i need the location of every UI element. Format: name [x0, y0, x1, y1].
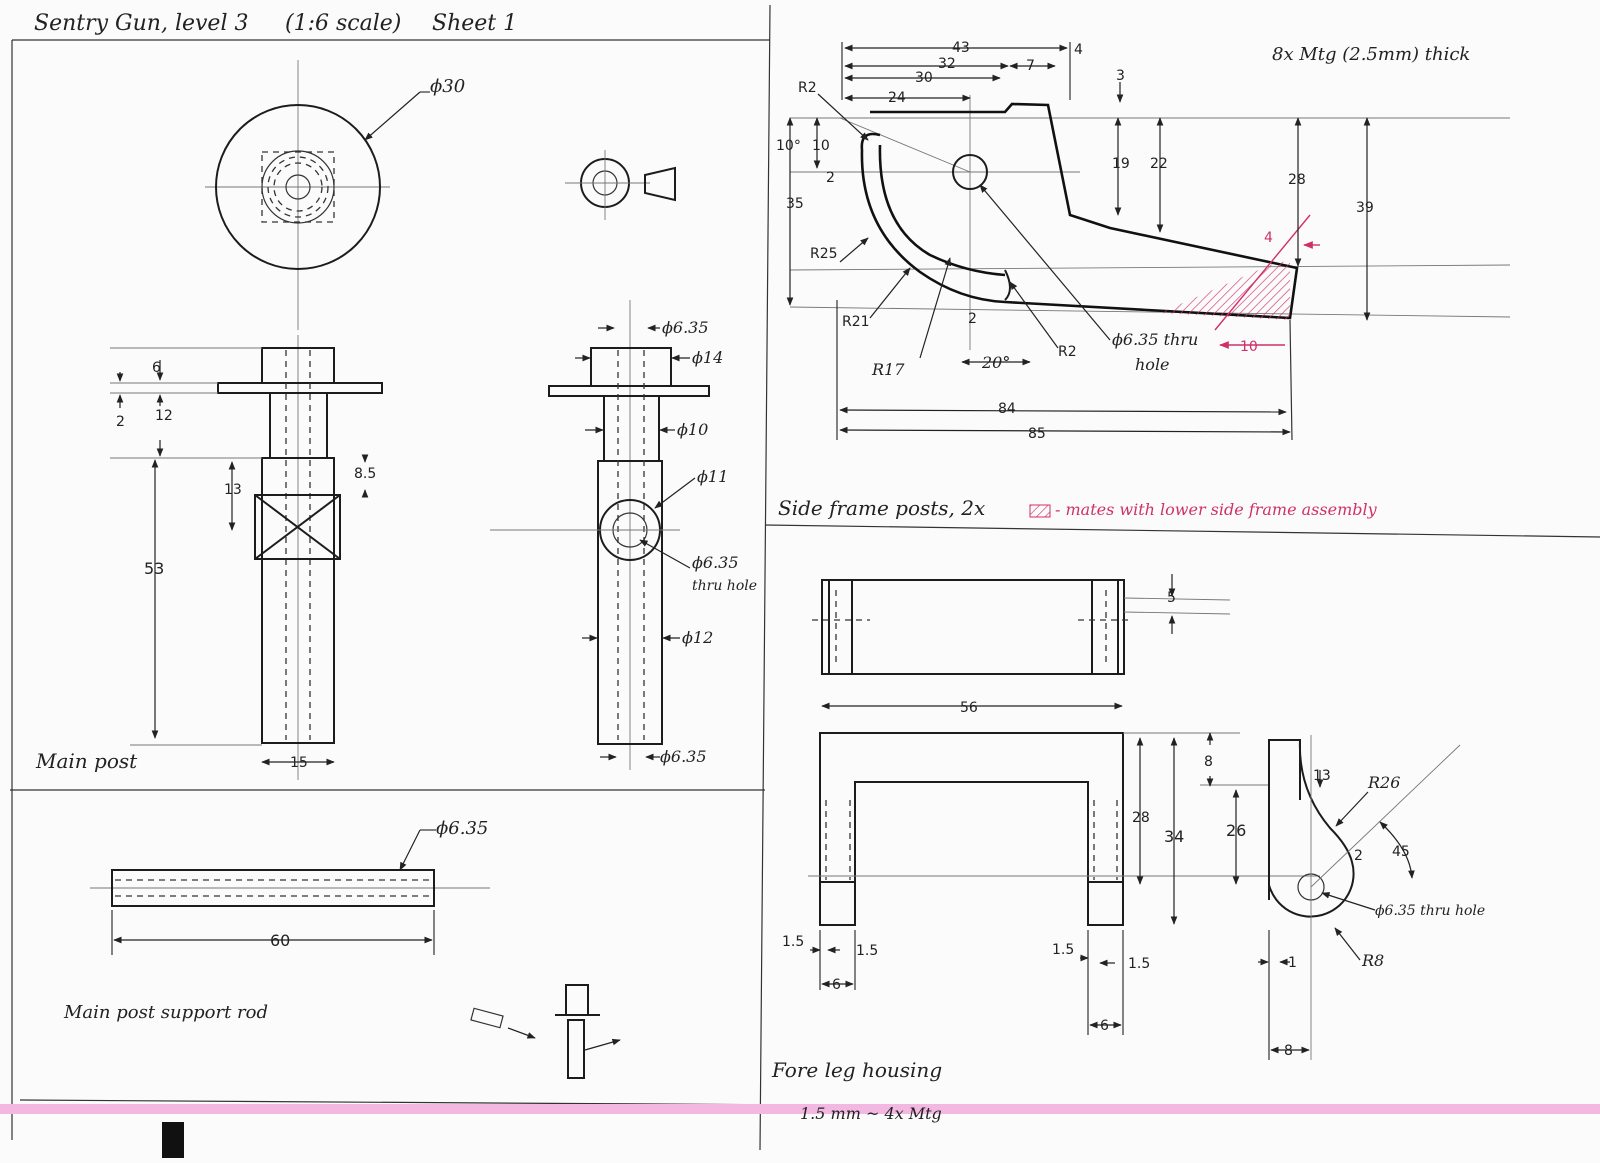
sf-dim-28: 28 — [1288, 172, 1306, 188]
rod-dim-dia: ϕ6.35 — [436, 818, 488, 839]
dim-w15: 15 — [290, 755, 308, 771]
dim-thru-hole: thru hole — [692, 578, 757, 594]
fl-dim-w15b: 1.5 — [856, 943, 878, 959]
main-post-drawing: ϕ30 6 — [35, 60, 757, 780]
sf-dim-43: 43 — [952, 40, 970, 56]
sf-dim-2b: 2 — [968, 311, 977, 327]
fore-leg-caption: Fore leg housing — [771, 1058, 942, 1082]
sf-dim-a20: 20° — [981, 353, 1010, 372]
side-frame-legend: - mates with lower side frame assembly — [1055, 500, 1378, 519]
sf-dim-hole: ϕ6.35 thru — [1112, 330, 1198, 349]
main-post-front-view: 6 2 12 13 8.5 53 15 Main post — [35, 335, 383, 780]
sf-dim-19: 19 — [1112, 156, 1130, 172]
fl-dim-26: 26 — [1226, 821, 1246, 840]
dim-h2: 2 — [116, 414, 125, 430]
sf-dim-a10: 10° — [776, 138, 801, 154]
main-post-side-view: ϕ6.35 ϕ14 ϕ10 ϕ11 ϕ6.35 thru hole ϕ12 ϕ6… — [490, 300, 757, 770]
title-block: Sentry Gun, level 3 (1:6 scale) Sheet 1 — [34, 11, 517, 36]
sf-dim-32: 32 — [938, 56, 956, 72]
dim-d14: ϕ14 — [692, 348, 723, 367]
fl-dim-r8: R8 — [1361, 951, 1384, 970]
fl-dim-w15d: 1.5 — [1128, 956, 1150, 972]
dim-d635-top: ϕ6.35 — [662, 318, 709, 337]
sheet-scale: (1:6 scale) — [285, 11, 401, 36]
fl-dim-13: 13 — [1313, 768, 1331, 784]
dim-d10: ϕ10 — [677, 420, 708, 439]
fl-dim-w8: 8 — [1284, 1043, 1293, 1059]
sf-dim-39: 39 — [1356, 200, 1374, 216]
sf-dim-r2b: R2 — [1058, 344, 1077, 360]
legend-swatch — [1029, 504, 1051, 518]
registration-mark — [162, 1122, 184, 1158]
fl-dim-8: 8 — [1204, 754, 1213, 770]
fl-dim-w15a: 1.5 — [782, 934, 804, 950]
dim-d30: ϕ30 — [430, 76, 465, 97]
dim-d635-bot: ϕ6.35 — [660, 747, 707, 766]
sf-dim-p10: 10 — [1240, 339, 1258, 355]
sf-dim-r21: R21 — [842, 314, 870, 330]
sf-dim-r25: R25 — [810, 246, 838, 262]
support-rod-caption: Main post support rod — [63, 1002, 268, 1023]
fore-leg-drawing: 5 56 8 28 34 26 — [771, 574, 1485, 1123]
sf-dim-3: 3 — [1116, 68, 1125, 84]
sf-dim-p4: 4 — [1264, 230, 1273, 246]
main-post-end-view — [565, 150, 676, 220]
sheet-number: Sheet 1 — [432, 11, 517, 36]
dim-d12: ϕ12 — [682, 628, 713, 647]
main-post-top-view: ϕ30 — [205, 60, 465, 330]
sf-dim-r17: R17 — [871, 360, 905, 379]
sf-dim-4: 4 — [1074, 42, 1083, 58]
main-post-caption: Main post — [35, 749, 138, 773]
dim-h53: 53 — [144, 559, 164, 578]
mating-region — [1160, 260, 1290, 320]
dim-d635-hole: ϕ6.35 — [692, 553, 739, 572]
sf-dim-22: 22 — [1150, 156, 1168, 172]
side-frame-note: 8x Mtg (2.5mm) thick — [1272, 44, 1470, 65]
dim-h13: 13 — [224, 482, 242, 498]
fl-dim-5: 5 — [1167, 590, 1176, 606]
side-frame-drawing: 8x Mtg (2.5mm) thick 43 4 32 30 7 24 3 — [776, 40, 1511, 520]
fl-dim-2: 2 — [1354, 848, 1363, 864]
fl-dim-hole: ϕ6.35 thru hole — [1375, 903, 1485, 919]
support-rod-drawing: ϕ6.35 60 Main post support rod — [63, 818, 621, 1079]
fore-leg-note: 1.5 mm ~ 4x Mtg — [800, 1104, 942, 1123]
sf-dim-7: 7 — [1026, 58, 1035, 74]
sf-dim-24: 24 — [888, 90, 906, 106]
fl-dim-28: 28 — [1132, 810, 1150, 826]
side-frame-caption: Side frame posts, 2x — [778, 496, 985, 520]
fl-dim-45: 45 — [1392, 844, 1410, 860]
sf-dim-30: 30 — [915, 70, 933, 86]
pink-band — [0, 1104, 1600, 1114]
sf-dim-r2a: R2 — [798, 80, 817, 96]
sf-dim-2a: 2 — [826, 170, 835, 186]
fl-dim-w15c: 1.5 — [1052, 942, 1074, 958]
sheet-title: Sentry Gun, level 3 — [34, 11, 248, 36]
fl-dim-w1: 1 — [1288, 955, 1297, 971]
fore-leg-side-view: 13 R26 2 45 ϕ6.35 thru hole R8 1 8 — [1258, 735, 1485, 1060]
rod-dim-len: 60 — [270, 931, 290, 950]
assembly-sketch — [470, 984, 621, 1079]
sf-dim-84: 84 — [998, 401, 1016, 417]
dim-d11: ϕ11 — [697, 467, 728, 486]
fore-leg-top-view: 5 56 — [812, 574, 1231, 716]
fore-leg-front-view: 8 28 34 26 1.5 1.5 6 1.5 1.5 6 — [782, 732, 1320, 1035]
fl-dim-w6a: 6 — [832, 977, 841, 993]
sf-dim-85: 85 — [1028, 426, 1046, 442]
dim-h6: 6 — [152, 360, 161, 376]
fl-dim-34: 34 — [1164, 827, 1184, 846]
fl-dim-w6b: 6 — [1100, 1018, 1109, 1034]
sf-dim-hole2: hole — [1135, 355, 1170, 374]
fl-dim-r26: R26 — [1367, 773, 1400, 792]
sheet-frame — [0, 4, 1600, 1158]
fl-dim-56: 56 — [960, 700, 978, 716]
dim-h85: 8.5 — [354, 466, 376, 482]
dim-h12: 12 — [155, 408, 173, 424]
sf-dim-10v: 10 — [812, 138, 830, 154]
sf-dim-35: 35 — [786, 196, 804, 212]
